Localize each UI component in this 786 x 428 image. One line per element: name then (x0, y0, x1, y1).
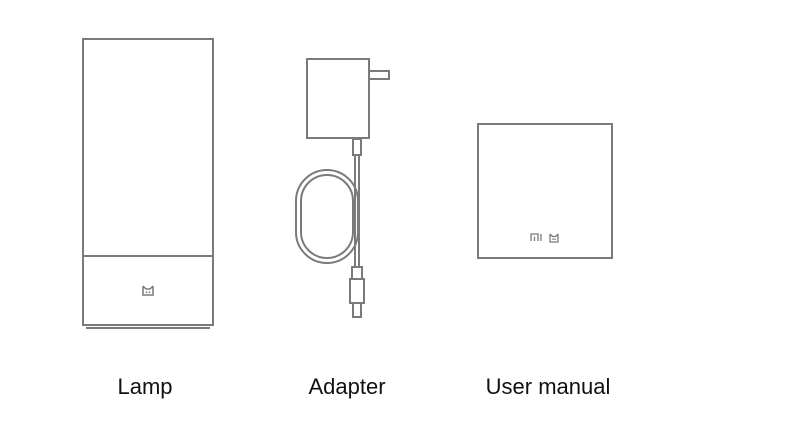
user-manual-illustration (477, 123, 613, 259)
user-manual-booklet (477, 123, 613, 259)
user-manual-label: User manual (485, 374, 611, 399)
adapter-connector-collar (351, 266, 363, 280)
adapter-connector-body (349, 278, 365, 304)
adapter-label: Adapter (308, 374, 386, 399)
adapter-plug-prong (369, 70, 390, 80)
adapter-illustration (295, 58, 390, 318)
lamp-base (82, 255, 214, 326)
lamp-shade (82, 38, 214, 257)
mi-logo-icon (530, 233, 542, 241)
adapter-coil-inner (300, 174, 354, 259)
mi-home-logo-icon (549, 233, 559, 243)
adapter-connector-tip (352, 302, 362, 318)
adapter-body (306, 58, 370, 139)
adapter-coil-outer (295, 169, 359, 264)
adapter-strain-relief (352, 138, 362, 156)
lamp-label: Lamp (117, 374, 173, 399)
lamp-illustration (82, 38, 214, 329)
mi-home-logo-icon (142, 285, 154, 296)
